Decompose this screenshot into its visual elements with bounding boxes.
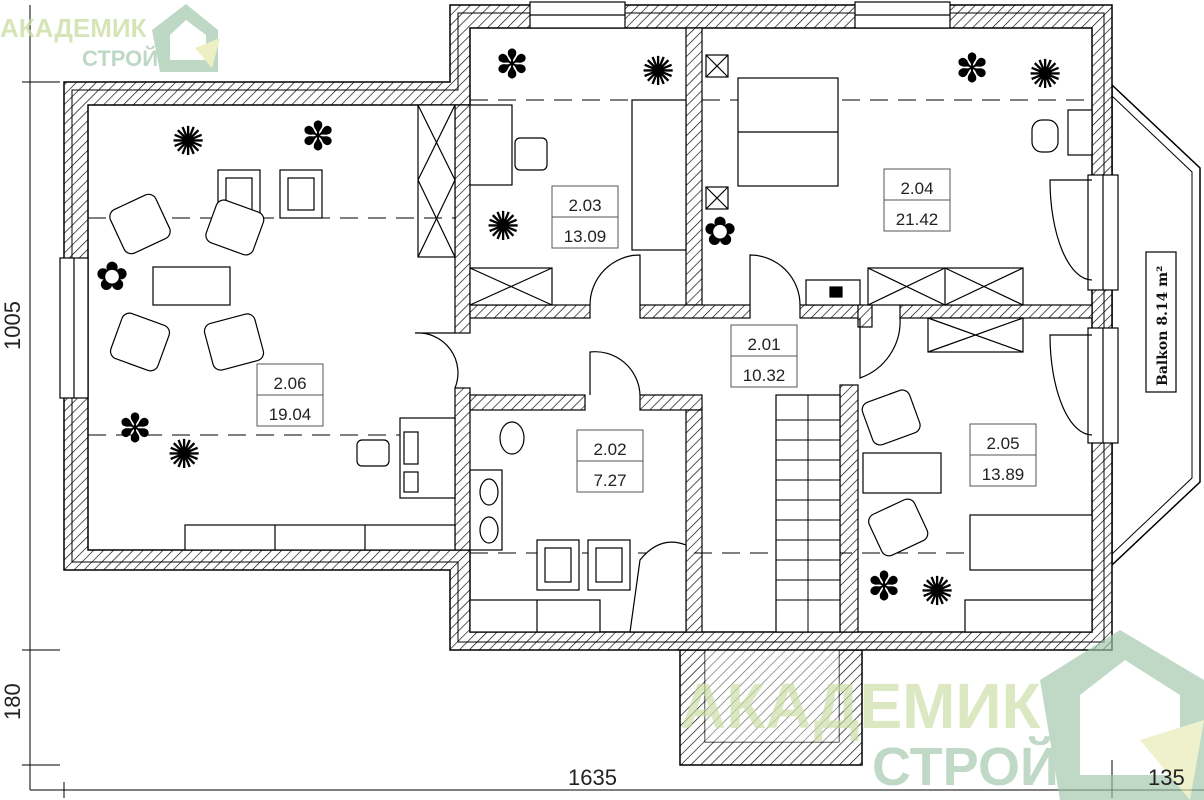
room-label-2-05: 2.05 13.89 <box>969 423 1037 487</box>
room-label-2-04: 2.04 21.42 <box>883 168 951 232</box>
room-area: 13.89 <box>982 465 1025 484</box>
room-number: 2.05 <box>986 434 1019 453</box>
room-area: 10.32 <box>743 366 786 385</box>
room-number: 2.06 <box>273 374 306 393</box>
room-label-2-03: 2.03 13.09 <box>551 185 619 249</box>
house-watermark-icon <box>1040 630 1204 800</box>
svg-text:✽: ✽ <box>301 114 335 160</box>
room-label-2-02: 2.02 7.27 <box>576 429 644 493</box>
room-number: 2.02 <box>593 440 626 459</box>
doors <box>414 179 1093 436</box>
balcony-label-box <box>1145 251 1177 393</box>
plant-icons: ✺ ✽ ✿ ✽ ✺ ✽ ✺ ✺ ✿ ✽ ✺ ✽ ✺ <box>95 42 1062 615</box>
svg-text:✽: ✽ <box>118 406 152 452</box>
room-label-2-01: 2.01 10.32 <box>730 324 798 388</box>
svg-text:✽: ✽ <box>955 46 989 92</box>
porch <box>679 649 863 766</box>
logo-small: АКАДЕМИК СТРОЙ <box>0 4 220 72</box>
dimension-width-balcony: 135 <box>1148 765 1185 790</box>
logo-small-line2: СТРОЙ <box>82 46 158 71</box>
svg-text:✽: ✽ <box>495 42 529 88</box>
logo-small-line1: АКАДЕМИК <box>0 13 147 43</box>
svg-text:✿: ✿ <box>95 254 129 300</box>
svg-text:✺: ✺ <box>1028 52 1062 98</box>
svg-text:✿: ✿ <box>703 209 737 255</box>
dimension-lines <box>22 5 1204 798</box>
room-area: 13.09 <box>564 227 607 246</box>
svg-text:✺: ✺ <box>167 432 201 478</box>
watermark-line1: АКАДЕМИК <box>680 670 1041 742</box>
room-label-2-06: 2.06 19.04 <box>256 363 324 427</box>
svg-text:✺: ✺ <box>920 569 954 615</box>
svg-text:✺: ✺ <box>641 49 675 95</box>
room-number: 2.01 <box>747 335 780 354</box>
room-area: 7.27 <box>593 471 626 490</box>
dimension-height-main: 1005 <box>0 301 25 350</box>
dimension-height-porch: 180 <box>0 683 25 720</box>
windows <box>59 1 1119 444</box>
interior-walls <box>454 27 1093 633</box>
room-number: 2.03 <box>568 196 601 215</box>
svg-text:✽: ✽ <box>867 564 901 610</box>
room-area: 21.42 <box>896 210 939 229</box>
room-number: 2.04 <box>900 179 933 198</box>
house-logo-icon <box>152 4 218 72</box>
svg-text:✺: ✺ <box>171 119 205 165</box>
svg-text:✺: ✺ <box>486 204 520 250</box>
balcony-label: Balkon 8.14 m² <box>1155 266 1171 386</box>
dimension-width-main: 1635 <box>568 765 617 790</box>
watermark: АКАДЕМИК СТРОЙ <box>680 630 1204 800</box>
room-area: 19.04 <box>269 405 312 424</box>
furniture <box>109 54 1093 633</box>
watermark-line2: СТРОЙ <box>872 736 1059 797</box>
